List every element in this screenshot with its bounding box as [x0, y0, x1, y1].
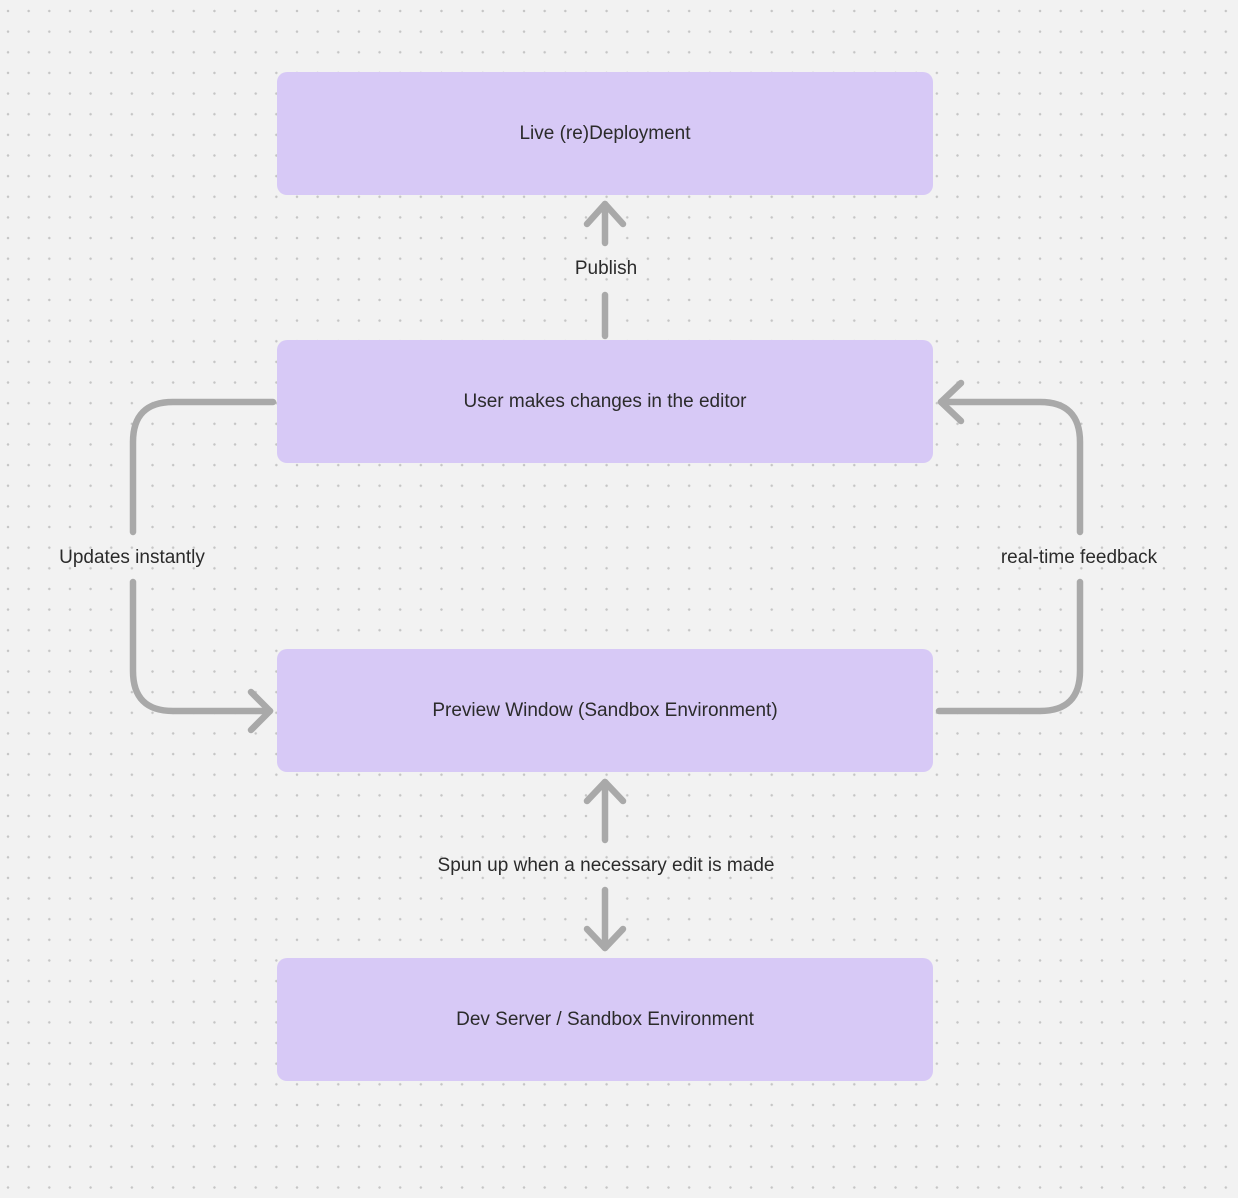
updates-instantly-arrow — [129, 398, 277, 734]
node-editor-label: User makes changes in the editor — [463, 390, 747, 412]
node-dev-server: Dev Server / Sandbox Environment — [277, 958, 933, 1081]
updates-arrowhead-right-icon — [247, 688, 274, 734]
updates-arrow-segment-bottom — [129, 578, 274, 715]
feedback-arrow-segment-bottom — [935, 578, 1084, 715]
spunup-arrowhead-up-icon — [583, 778, 627, 805]
realtime-feedback-arrow — [935, 379, 1084, 715]
publish-arrowhead-up-icon — [583, 200, 627, 228]
edge-label-updates-instantly: Updates instantly — [59, 547, 205, 568]
feedback-arrow-segment-top — [937, 398, 1084, 536]
node-preview-window-label: Preview Window (Sandbox Environment) — [432, 699, 778, 721]
spunup-arrowhead-down-icon — [583, 925, 627, 952]
node-editor: User makes changes in the editor — [277, 340, 933, 463]
publish-arrow — [583, 200, 627, 340]
node-dev-server-label: Dev Server / Sandbox Environment — [456, 1008, 754, 1030]
edge-label-realtime-feedback: real-time feedback — [1000, 547, 1158, 568]
node-live-deployment-label: Live (re)Deployment — [519, 122, 691, 144]
edge-label-publish: Publish — [574, 258, 638, 279]
node-preview-window: Preview Window (Sandbox Environment) — [277, 649, 933, 772]
node-live-deployment: Live (re)Deployment — [277, 72, 933, 195]
edge-label-spun-up: Spun up when a necessary edit is made — [437, 855, 775, 876]
spun-up-arrow — [583, 778, 627, 952]
updates-arrow-segment-top — [129, 398, 277, 536]
feedback-arrowhead-left-icon — [937, 379, 965, 425]
